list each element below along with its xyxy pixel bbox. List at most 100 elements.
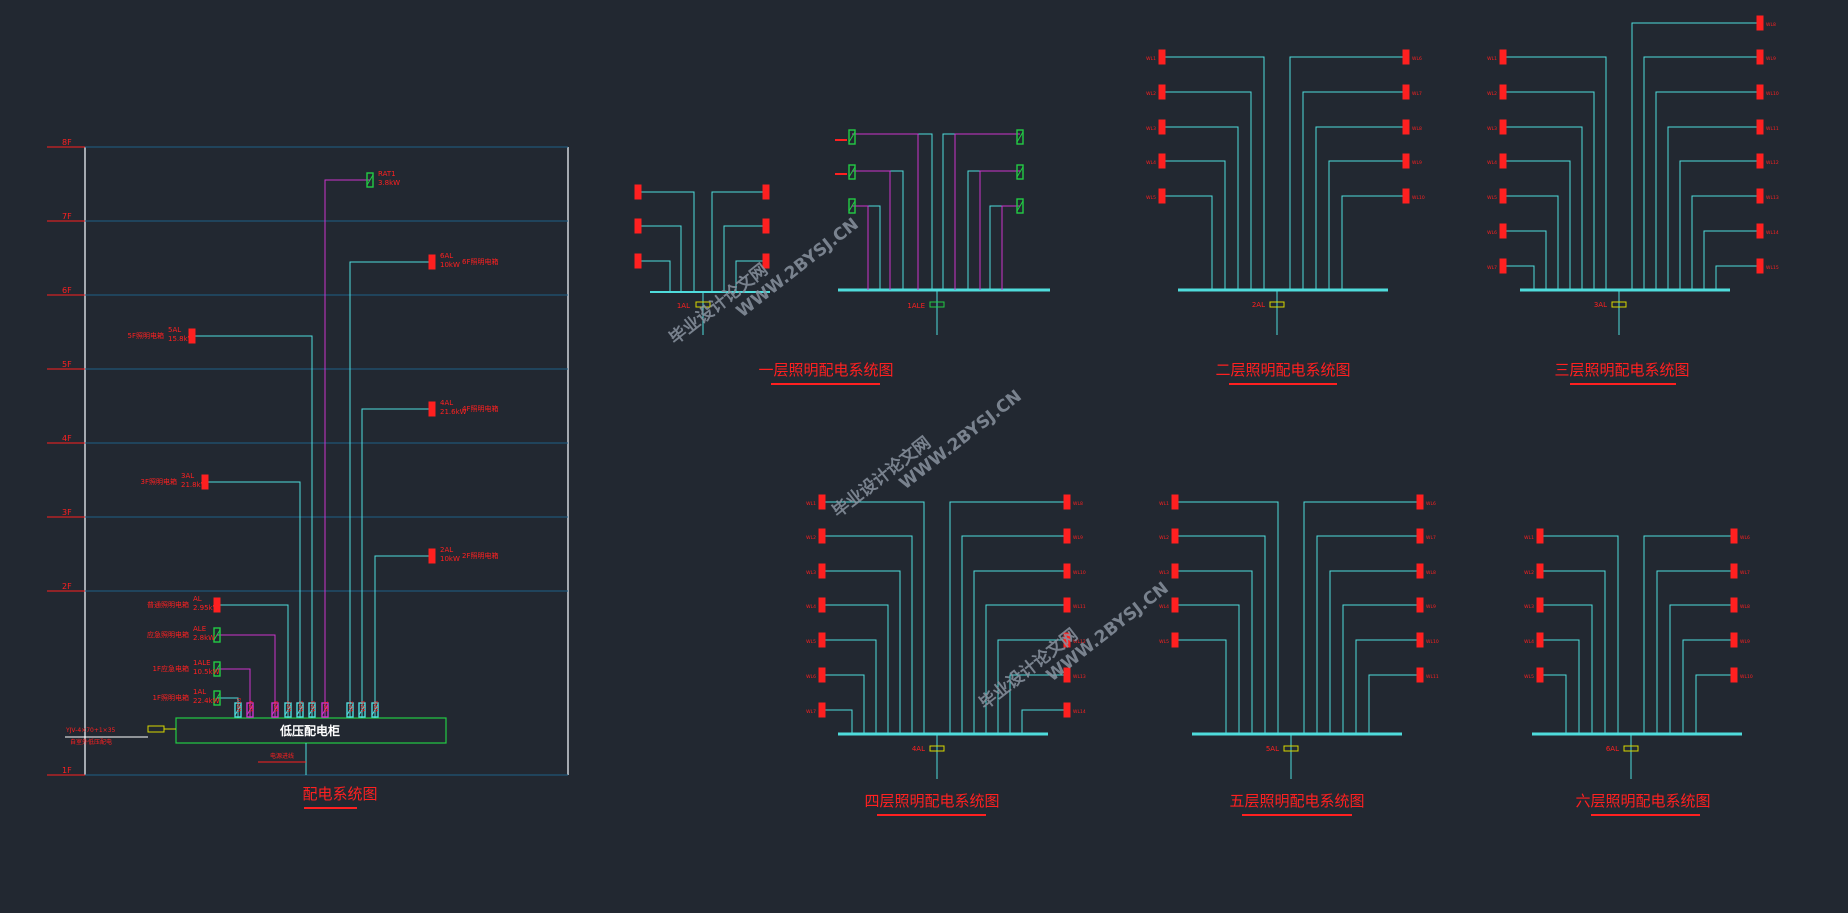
breaker-contact	[213, 629, 221, 641]
panel-main-breaker	[929, 745, 945, 752]
circuit-breaker	[1063, 632, 1071, 648]
box-power: 21.6kW	[440, 408, 467, 416]
branch-circuit	[1328, 160, 1406, 290]
branch-circuit	[1368, 674, 1420, 734]
circuit-number: WL6	[1412, 56, 1422, 62]
main-diagram-caption: 配电系统图	[302, 785, 377, 803]
circuit-breaker	[1756, 258, 1764, 274]
feeder-wire	[217, 604, 289, 718]
box-code: AL	[193, 595, 202, 603]
box-power: 10kW	[440, 555, 460, 563]
meter-symbol	[147, 725, 165, 733]
circuit-breaker	[1171, 563, 1179, 579]
branch-circuit	[1540, 535, 1619, 734]
circuit-breaker	[1536, 667, 1544, 683]
feeder-breaker	[234, 702, 242, 718]
breaker-contact	[308, 704, 316, 716]
circuit-breaker	[1756, 49, 1764, 65]
branch-circuit	[1703, 230, 1760, 290]
breaker-contact	[346, 704, 354, 716]
circuit-number: WL2	[1159, 535, 1169, 541]
circuit-breaker	[1756, 84, 1764, 100]
branch-circuit	[1667, 126, 1760, 290]
circuit-breaker	[634, 253, 642, 269]
branch-circuit	[1175, 501, 1279, 734]
box-power: 22.4kW	[193, 697, 220, 705]
branch-circuit	[711, 191, 766, 292]
low-voltage-cabinet	[175, 717, 447, 744]
panel-box-label: 2AL	[1252, 301, 1265, 309]
circuit-breaker	[1416, 528, 1424, 544]
breaker-contact	[366, 174, 374, 186]
circuit-number: WL11	[1766, 126, 1779, 132]
circuit-number: WL7	[1412, 91, 1422, 97]
feeder-wire	[217, 634, 276, 718]
circuit-breaker	[1063, 597, 1071, 613]
panel-main-breaker	[1623, 745, 1639, 752]
circuit-breaker	[1063, 667, 1071, 683]
circuit-number: WL13	[1766, 195, 1779, 201]
feeder-breaker	[308, 702, 316, 718]
panel-main-breaker	[929, 301, 945, 308]
feeder-wire	[192, 335, 313, 718]
breaker-contact	[321, 704, 329, 716]
floor-1-caption: 一层照明配电系统图	[758, 361, 893, 379]
breaker-contact	[284, 704, 292, 716]
branch-circuit	[822, 501, 925, 734]
breaker-contact	[1016, 200, 1024, 212]
circuit-number: WL3	[1159, 570, 1169, 576]
panel-box-label: 4AL	[912, 745, 925, 753]
circuit-breaker	[1499, 119, 1507, 135]
circuit-number: WL7	[1487, 265, 1497, 271]
circuit-breaker	[1756, 119, 1764, 135]
circuit-breaker	[1402, 49, 1410, 65]
branch-circuit	[1540, 639, 1580, 734]
circuit-number: WL10	[1766, 91, 1779, 97]
feeder-wire	[217, 697, 239, 718]
box-power: 3.8kW	[378, 179, 400, 187]
distribution-box-symbol	[201, 474, 209, 490]
branch-circuit	[1289, 56, 1406, 290]
breaker-contact	[848, 200, 856, 212]
circuit-number: WL10	[1740, 674, 1753, 680]
circuit-breaker	[1730, 563, 1738, 579]
branch-circuit	[1001, 205, 1020, 290]
main-distribution-diagram: 8F7F6F5F4F3F2F1FYJV-4×70+1×35自室外低压配电电源进线…	[47, 138, 1700, 816]
panel-main-breaker	[1283, 745, 1299, 752]
breaker-contact	[234, 704, 242, 716]
circuit-number: WL1	[806, 501, 816, 507]
circuit-number: WL12	[1766, 160, 1779, 166]
branch-circuit	[1503, 230, 1547, 290]
panel-box-label: 5AL	[1266, 745, 1279, 753]
floor-label: 6F	[62, 286, 72, 295]
circuit-breaker	[762, 184, 770, 200]
branch-circuit	[979, 170, 1020, 290]
incoming-cable-note: 自室外低压配电	[70, 738, 112, 746]
circuit-number: WL14	[1766, 230, 1779, 236]
floor-3-caption: 三层照明配电系统图	[1554, 361, 1689, 379]
breaker-number: WP5	[299, 701, 305, 712]
branch-circuit	[1691, 195, 1760, 290]
panel-main-breaker	[1269, 301, 1285, 308]
breaker-contact	[371, 704, 379, 716]
floor-3-lighting-diagram: 3ALWL1WL2WL3WL4WL5WL6WL7WL8WL9WL10WL11WL…	[1487, 15, 1779, 335]
circuit-breaker	[1499, 153, 1507, 169]
circuit-number: WL9	[1412, 160, 1422, 166]
branch-circuit	[852, 170, 891, 290]
circuit-breaker	[1756, 15, 1764, 31]
panel-main-breaker	[1611, 301, 1627, 308]
circuit-breaker	[634, 218, 642, 234]
cabinet-label: 低压配电柜	[279, 723, 340, 738]
distribution-box-symbol	[428, 254, 436, 270]
box-description: 2F照明电箱	[462, 551, 498, 560]
circuit-number: WL2	[1524, 570, 1534, 576]
breaker-contact	[296, 704, 304, 716]
circuit-number: WL5	[806, 639, 816, 645]
branch-circuit	[973, 570, 1067, 734]
distribution-box-symbol	[213, 690, 221, 706]
branch-circuit	[1303, 501, 1420, 734]
circuit-breaker	[1730, 528, 1738, 544]
branch-circuit	[852, 133, 919, 290]
